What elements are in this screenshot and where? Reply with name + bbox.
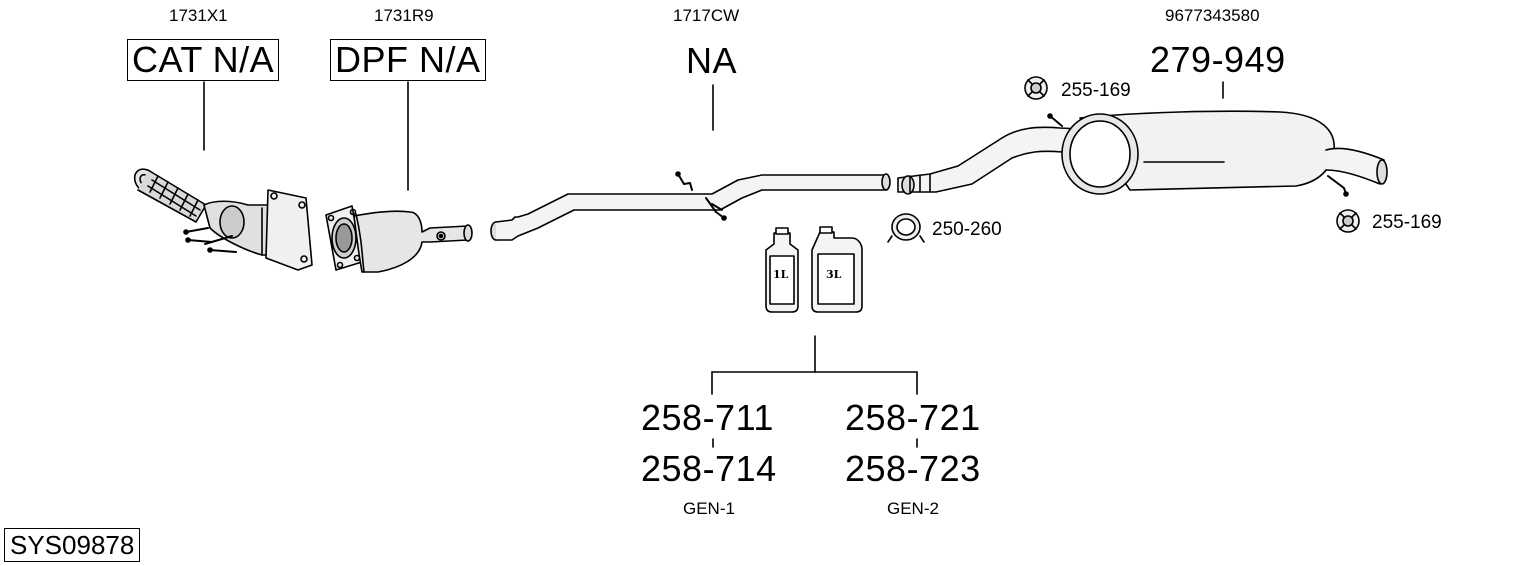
- catalyst-drawing: [133, 168, 313, 271]
- clamp-label[interactable]: 250-260: [932, 219, 1002, 240]
- gen2-part-a[interactable]: 258-721: [845, 397, 981, 438]
- middle-pipe-oe-number: 1717CW: [673, 6, 740, 25]
- gen1-part-b[interactable]: 258-714: [641, 448, 777, 489]
- system-id: SYS09878: [4, 528, 141, 562]
- gen2-part-b[interactable]: 258-723: [845, 448, 981, 489]
- dpf-drawing: [325, 205, 473, 273]
- paste-bottle-3l-icon: [811, 226, 863, 313]
- bottle-3l-label: 3L: [826, 268, 842, 281]
- rubber-mount-icon-1: [1024, 76, 1048, 100]
- paste-bracket: [711, 335, 918, 448]
- rear-silencer-oe-number: 9677343580: [1165, 6, 1260, 25]
- rear-silencer-part-label[interactable]: 279-949: [1150, 39, 1286, 80]
- catalyst-oe-number: 1731X1: [169, 6, 228, 25]
- paste-bottle-1l-icon: [765, 227, 799, 313]
- rubber-mount-label-2[interactable]: 255-169: [1372, 212, 1442, 233]
- rear-silencer-drawing: [897, 110, 1388, 197]
- middle-pipe-part-label[interactable]: NA: [686, 40, 738, 81]
- dpf-oe-number: 1731R9: [374, 6, 434, 25]
- gen1-part-a[interactable]: 258-711: [641, 397, 774, 438]
- gen1-caption: GEN-1: [683, 499, 735, 518]
- middle-pipe-drawing: [490, 171, 891, 241]
- catalyst-part-label[interactable]: CAT N/A: [127, 39, 280, 81]
- gen2-caption: GEN-2: [887, 499, 939, 518]
- rubber-mount-icon-2: [1336, 209, 1360, 233]
- clamp-icon: [887, 213, 925, 243]
- rubber-mount-label-1[interactable]: 255-169: [1061, 80, 1131, 101]
- bottle-1l-label: 1L: [773, 268, 789, 281]
- dpf-part-label[interactable]: DPF N/A: [330, 39, 486, 81]
